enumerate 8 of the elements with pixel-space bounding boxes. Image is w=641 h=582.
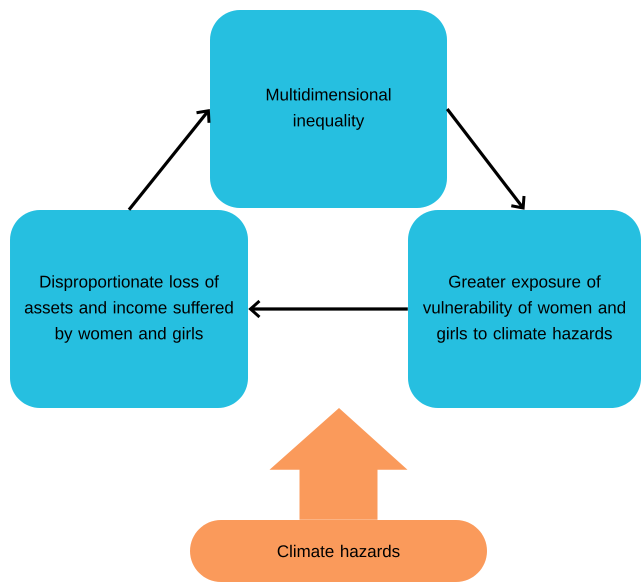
arrow [248,300,408,318]
process-box: Greater exposure of vulnerability of women and girls to climate hazards [408,210,641,408]
process-box: Multidimensional inequality [210,10,447,208]
arrow [446,108,526,210]
hazard-box: Climate hazards [190,520,487,582]
process-box: Disproportionate loss of assets and income suffered by women and girls [10,210,248,408]
arrow [128,108,210,211]
block-arrow [270,408,408,520]
